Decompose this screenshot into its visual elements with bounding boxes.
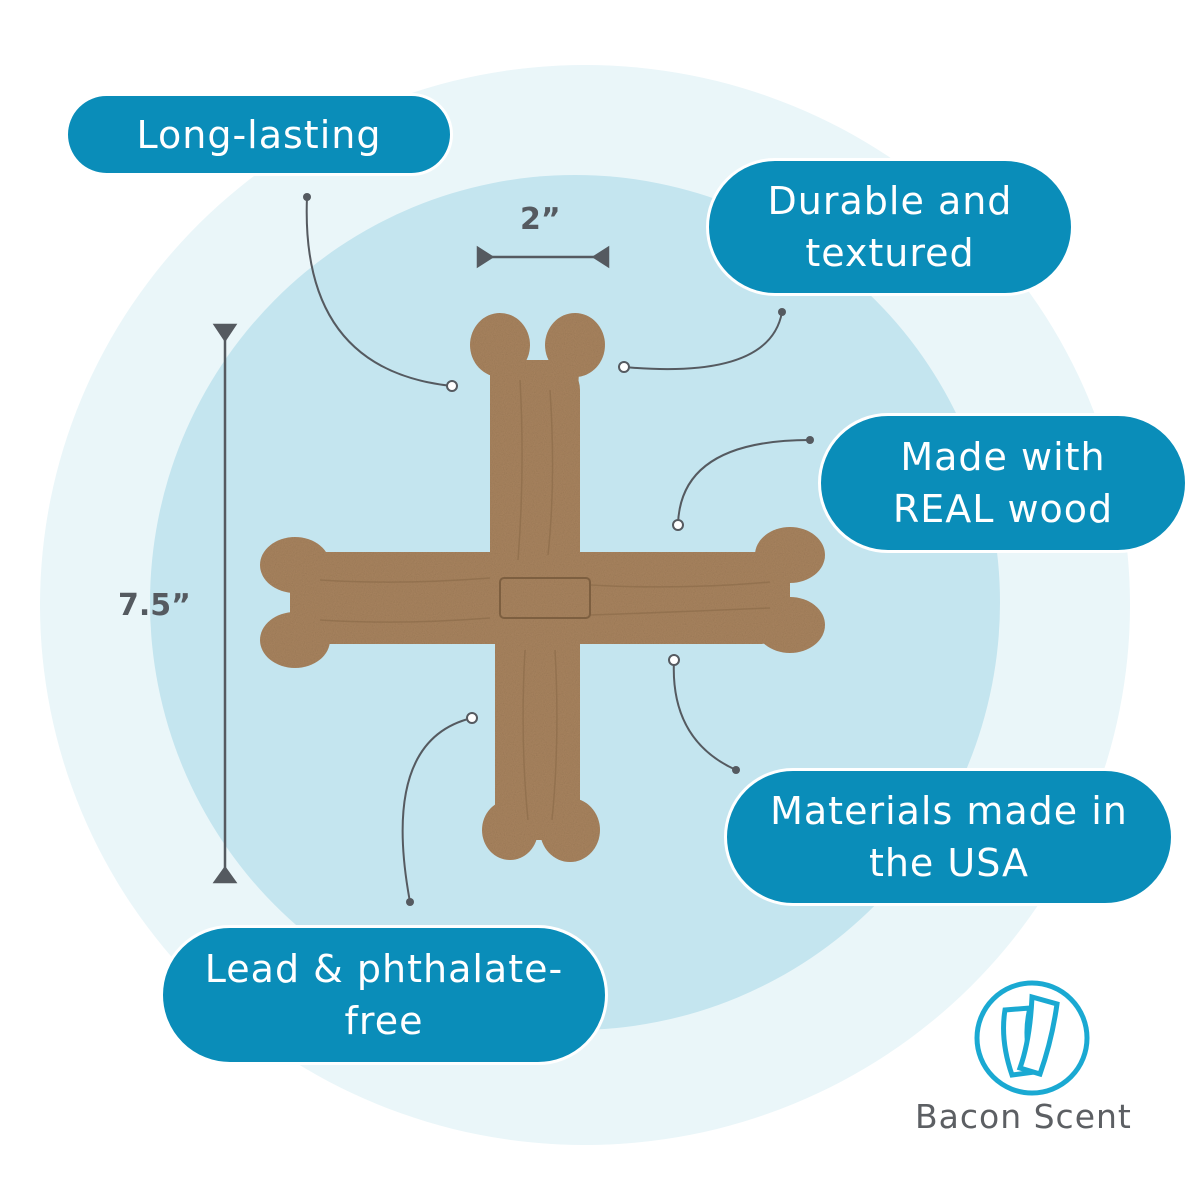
feature-lead-free: Lead & phthalate-free (160, 925, 608, 1065)
feature-made-in-usa: Materials made in the USA (724, 768, 1174, 906)
feature-durable-textured: Durable and textured (706, 158, 1074, 296)
feature-long-lasting: Long-lasting (65, 93, 453, 176)
chew-toy-image (260, 313, 825, 862)
feature-real-wood: Made with REAL wood (818, 413, 1188, 553)
dimension-markers (212, 245, 610, 884)
bacon-icon (974, 980, 1090, 1096)
bacon-scent-label: Bacon Scent (915, 1097, 1132, 1136)
height-dimension-label: 7.5” (118, 588, 191, 623)
width-dimension-label: 2” (520, 202, 561, 237)
connector-lines (305, 196, 811, 903)
